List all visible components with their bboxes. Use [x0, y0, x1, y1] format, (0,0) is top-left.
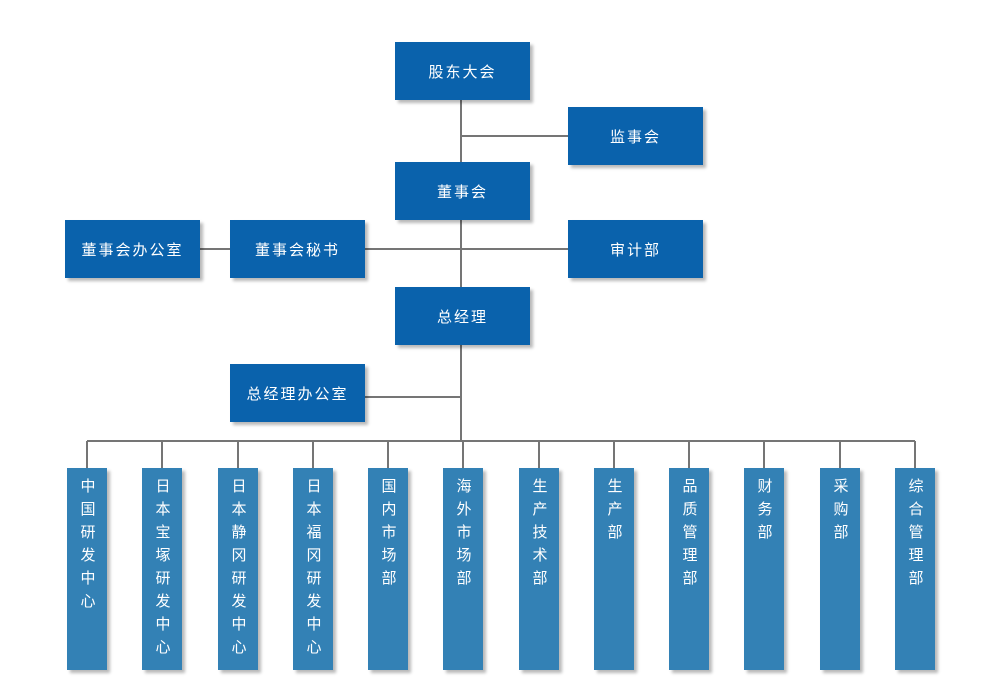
connector-secretary-audit: [365, 248, 568, 250]
node-supervisory-board[interactable]: 监事会: [568, 107, 703, 165]
node-dept-japan-shizuoka-rd-center[interactable]: 日本静冈研发中心: [218, 468, 258, 670]
node-label: 海外市场部: [454, 478, 472, 593]
node-label: 总经理办公室: [246, 385, 349, 403]
node-dept-china-rd-center[interactable]: 中国研发中心: [67, 468, 107, 670]
dept-drop-line: [312, 441, 314, 468]
dept-drop-line: [914, 441, 916, 468]
node-label: 生产技术部: [530, 478, 548, 593]
node-label: 财务部: [755, 478, 773, 547]
dept-drop-line: [688, 441, 690, 468]
dept-drop-line: [839, 441, 841, 468]
node-board-secretary[interactable]: 董事会秘书: [230, 220, 365, 278]
connector-shareholders-board: [460, 100, 462, 162]
node-label: 综合管理部: [906, 478, 924, 593]
dept-drop-line: [763, 441, 765, 468]
node-label: 日本静冈研发中心: [229, 478, 247, 662]
dept-drop-line: [538, 441, 540, 468]
node-dept-production-technology[interactable]: 生产技术部: [519, 468, 559, 670]
node-label: 总经理: [436, 308, 488, 326]
node-label: 采购部: [831, 478, 849, 547]
connector-board-gm: [460, 220, 462, 287]
node-label: 监事会: [609, 128, 661, 146]
node-audit-department[interactable]: 审计部: [568, 220, 703, 278]
dept-drop-line: [613, 441, 615, 468]
connector-supervisory-branch: [461, 135, 568, 137]
node-label: 品质管理部: [680, 478, 698, 593]
node-label: 审计部: [609, 241, 661, 259]
dept-drop-line: [237, 441, 239, 468]
connector-boardoffice-secretary: [200, 248, 230, 250]
node-gm-office[interactable]: 总经理办公室: [230, 364, 365, 422]
dept-drop-line: [387, 441, 389, 468]
node-dept-japan-takarazuka-rd-center[interactable]: 日本宝塚研发中心: [142, 468, 182, 670]
dept-drop-line: [86, 441, 88, 468]
node-board-office[interactable]: 董事会办公室: [65, 220, 200, 278]
node-shareholders-meeting[interactable]: 股东大会: [395, 42, 530, 100]
dept-drop-line: [161, 441, 163, 468]
node-label: 股东大会: [428, 63, 497, 81]
node-label: 日本宝塚研发中心: [153, 478, 171, 662]
node-dept-procurement[interactable]: 采购部: [820, 468, 860, 670]
node-dept-general-management[interactable]: 综合管理部: [895, 468, 935, 670]
connector-gmoffice-branch: [365, 396, 461, 398]
node-general-manager[interactable]: 总经理: [395, 287, 530, 345]
node-label: 董事会: [436, 183, 488, 201]
connector-gm-bus: [460, 345, 462, 441]
node-dept-quality-management[interactable]: 品质管理部: [669, 468, 709, 670]
node-label: 生产部: [605, 478, 623, 547]
node-dept-japan-fukuoka-rd-center[interactable]: 日本福冈研发中心: [293, 468, 333, 670]
node-dept-domestic-market[interactable]: 国内市场部: [368, 468, 408, 670]
node-label: 日本福冈研发中心: [304, 478, 322, 662]
department-bus-line: [87, 440, 915, 442]
node-label: 董事会办公室: [81, 241, 184, 259]
node-label: 董事会秘书: [254, 241, 340, 259]
node-dept-finance[interactable]: 财务部: [744, 468, 784, 670]
node-dept-overseas-market[interactable]: 海外市场部: [443, 468, 483, 670]
node-label: 国内市场部: [379, 478, 397, 593]
node-dept-production[interactable]: 生产部: [594, 468, 634, 670]
dept-drop-line: [462, 441, 464, 468]
node-board-of-directors[interactable]: 董事会: [395, 162, 530, 220]
node-label: 中国研发中心: [78, 478, 96, 616]
